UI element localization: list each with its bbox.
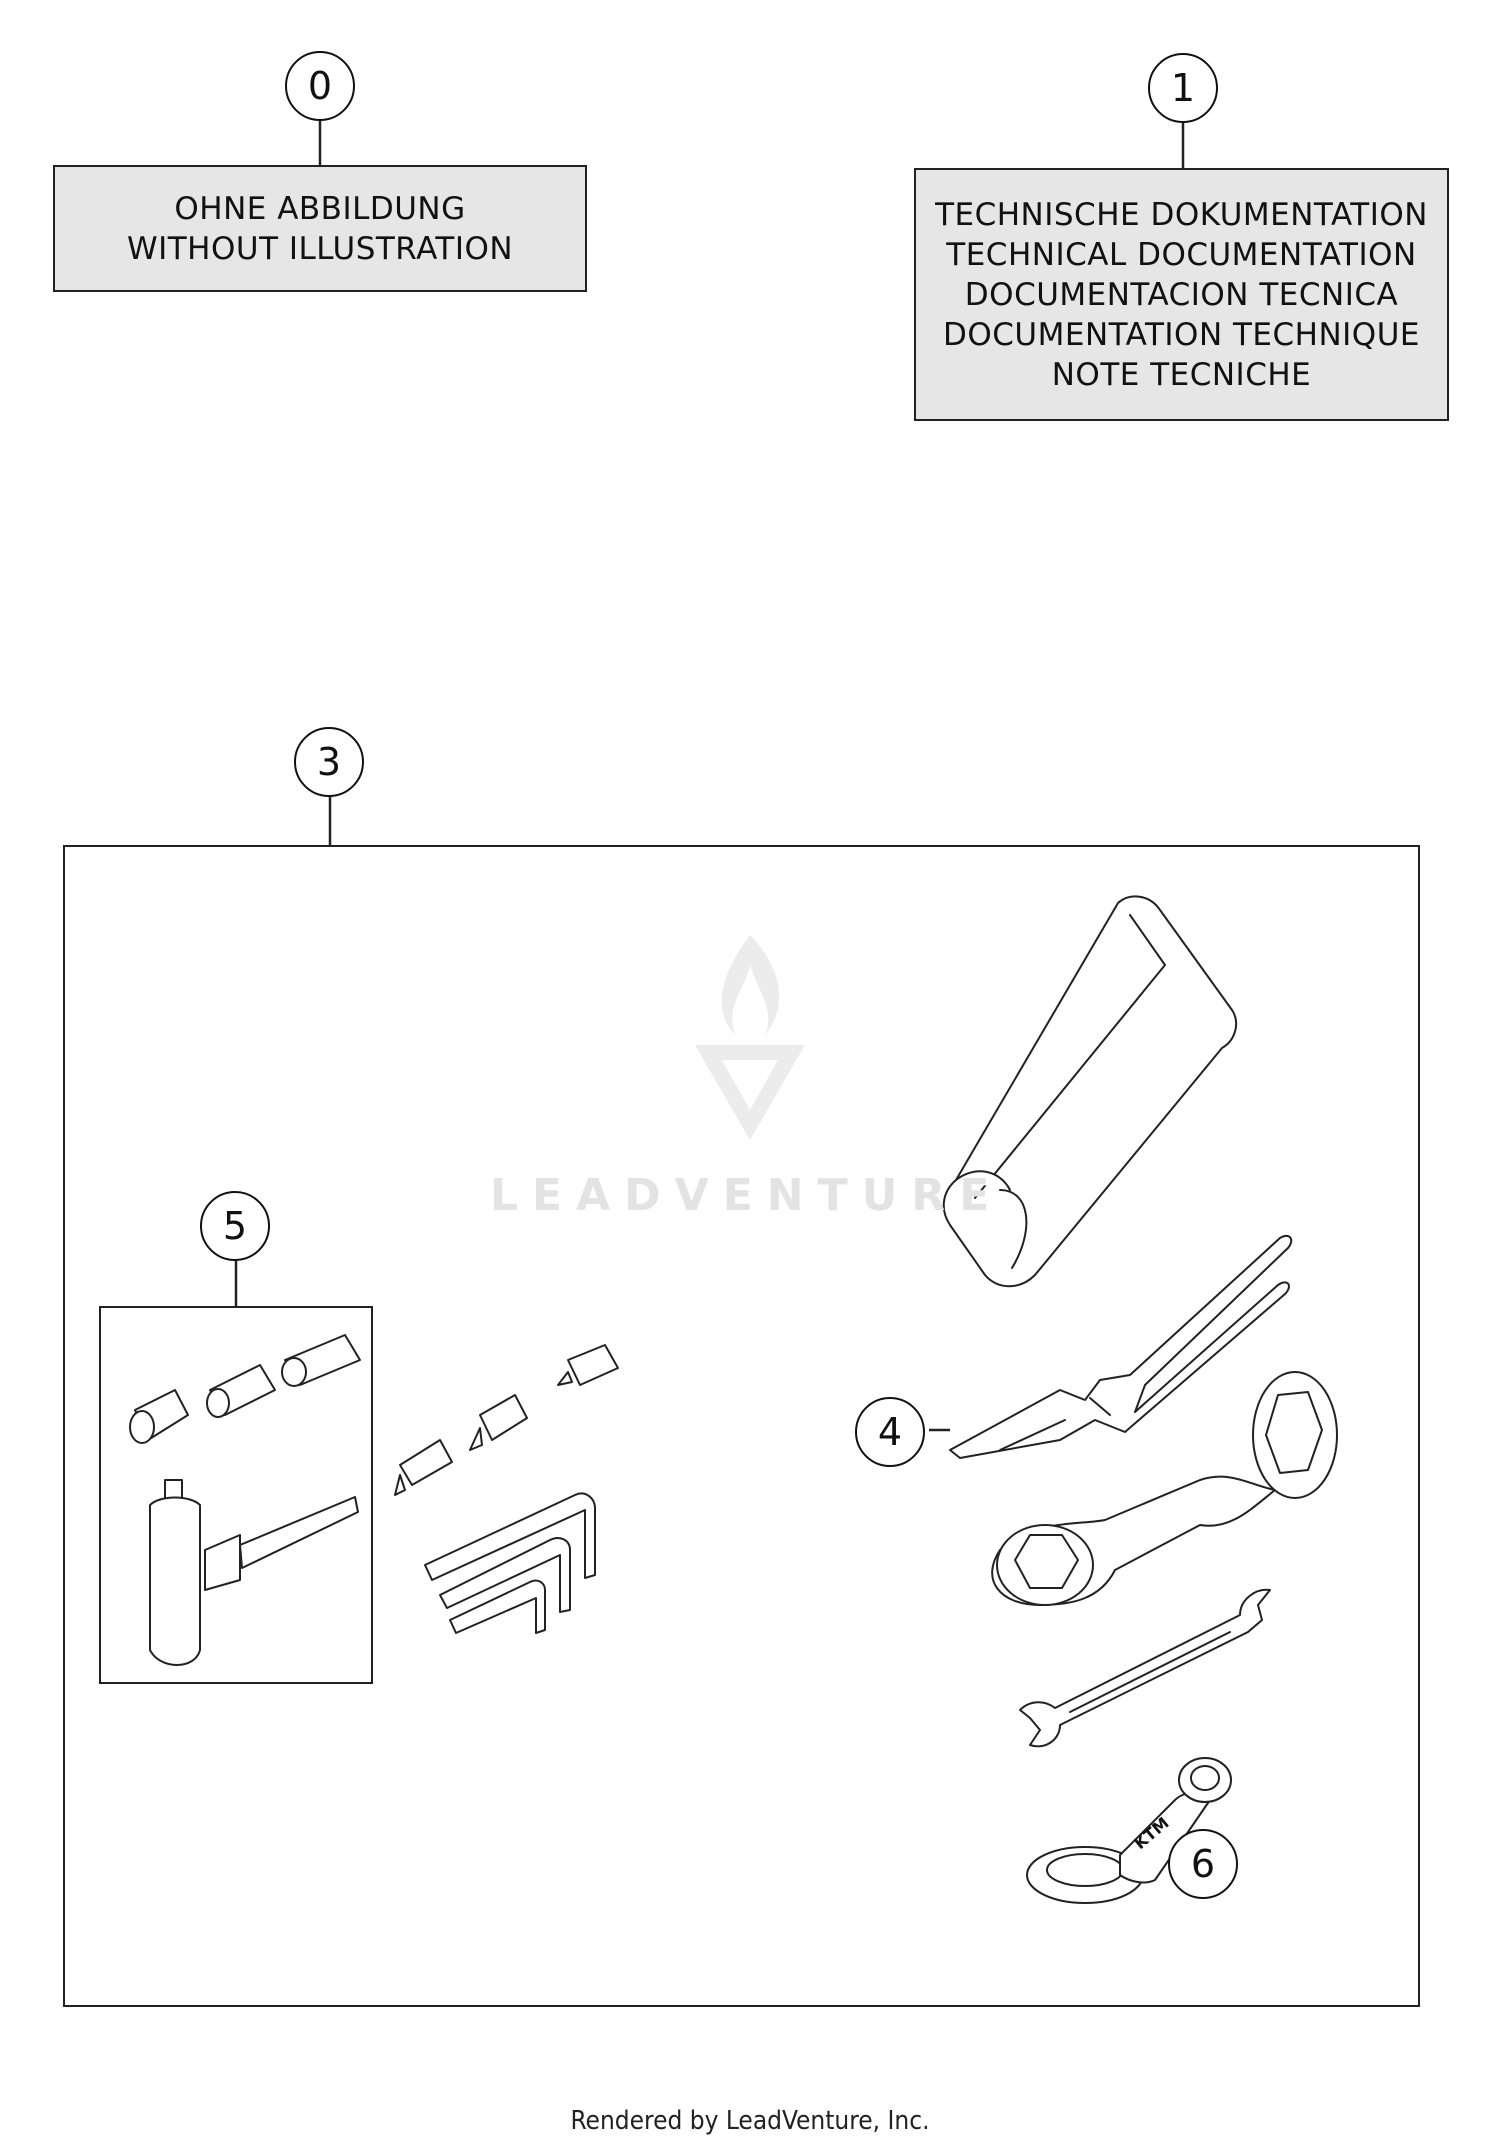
box-technical-documentation: TECHNISCHE DOKUMENTATION TECHNICAL DOCUM… xyxy=(914,168,1449,421)
box1-line3: DOCUMENTACION TECNICA xyxy=(964,276,1399,313)
callout-5-label: 5 xyxy=(222,1204,248,1248)
socket-set-illustration xyxy=(129,1334,361,1444)
socket-kit-frame xyxy=(99,1306,373,1684)
watermark-logo xyxy=(695,935,805,1140)
box0-line2: WITHOUT ILLUSTRATION xyxy=(126,230,514,267)
double-ring-spanner-illustration xyxy=(991,1371,1338,1606)
bit-set-illustration xyxy=(394,1344,619,1496)
ktm-combination-wrench-illustration: KTM xyxy=(1026,1757,1232,1904)
box-without-illustration: OHNE ABBILDUNG WITHOUT ILLUSTRATION xyxy=(53,165,587,292)
open-end-wrench-illustration xyxy=(1019,1588,1271,1748)
callout-0: 0 xyxy=(285,51,355,121)
tool-bag-illustration xyxy=(942,895,1238,1288)
callout-5: 5 xyxy=(200,1191,270,1261)
footer-credit: Rendered by LeadVenture, Inc. xyxy=(570,2106,930,2136)
toolkit-frame xyxy=(63,845,1420,2007)
callout-4: 4 xyxy=(855,1397,925,1467)
box1-line4: DOCUMENTATION TECHNIQUE xyxy=(943,316,1420,353)
box1-line2: TECHNICAL DOCUMENTATION xyxy=(946,236,1417,273)
callout-4-label: 4 xyxy=(877,1410,903,1454)
callout-0-label: 0 xyxy=(307,64,333,108)
callout-1-label: 1 xyxy=(1170,66,1196,110)
box1-line5: NOTE TECNICHE xyxy=(1051,356,1312,393)
pliers-illustration xyxy=(949,1234,1293,1459)
hex-key-set-illustration xyxy=(424,1492,596,1634)
callout-6-label: 6 xyxy=(1190,1842,1216,1886)
callout-3-label: 3 xyxy=(316,740,342,784)
watermark-text: LEADVENTURE xyxy=(490,1170,1004,1221)
callout-6: 6 xyxy=(1168,1829,1238,1899)
callout-1: 1 xyxy=(1148,53,1218,123)
t-handle-illustration xyxy=(149,1479,359,1666)
box0-line1: OHNE ABBILDUNG xyxy=(174,190,466,227)
box1-line1: TECHNISCHE DOKUMENTATION xyxy=(935,196,1428,233)
callout-3: 3 xyxy=(294,727,364,797)
